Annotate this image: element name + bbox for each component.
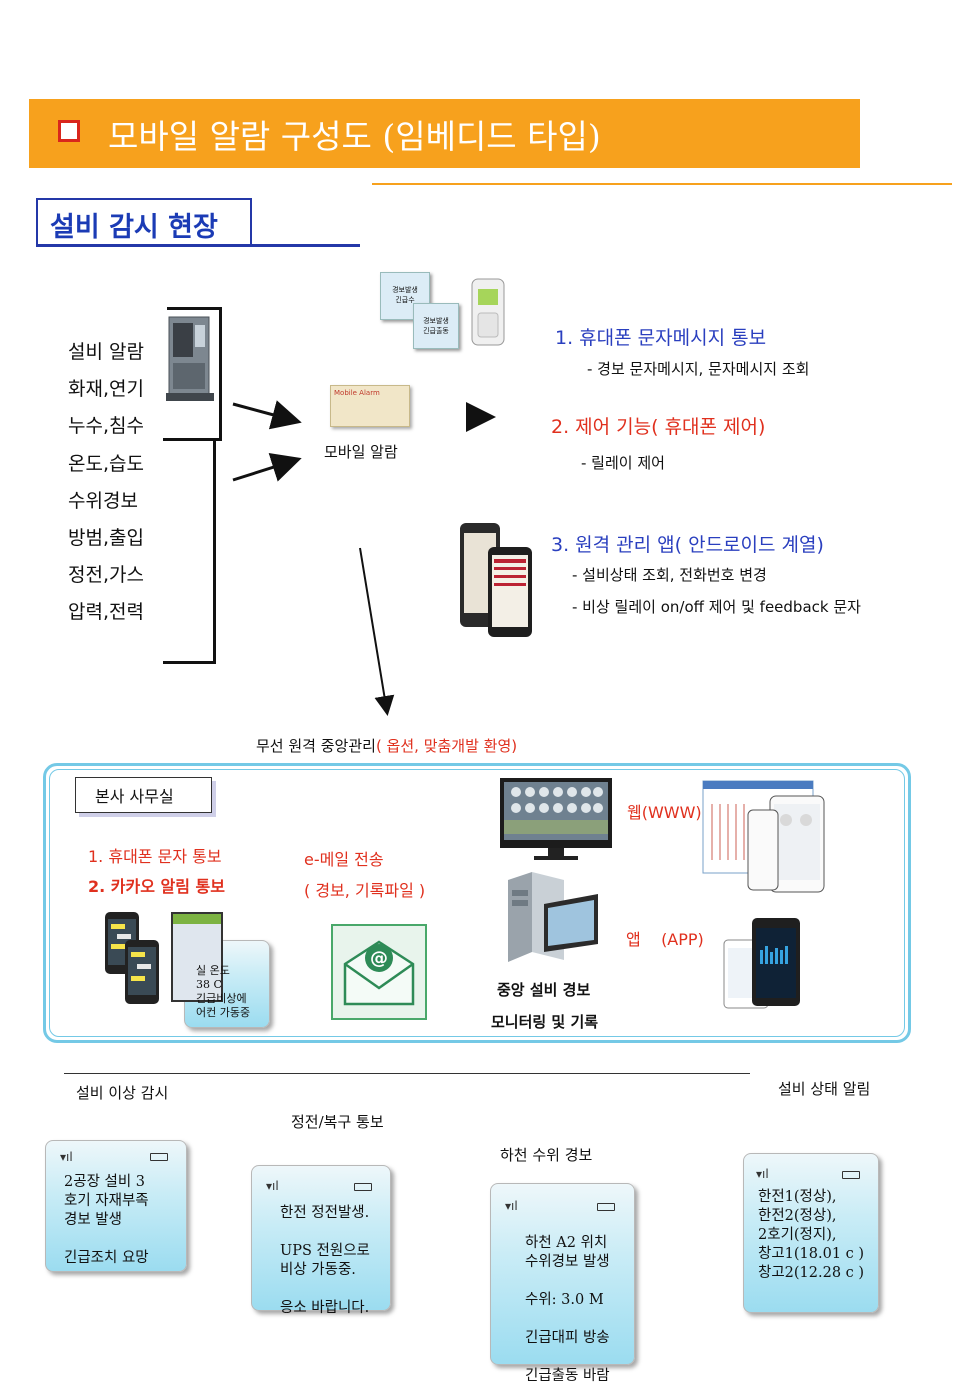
- example-caption: 설비 상태 알림: [778, 1080, 871, 1098]
- email-label: ( 경보, 기록파일 ): [304, 881, 426, 900]
- checkbox-bullet-icon: [58, 120, 80, 142]
- lcd-message: 한전 정전발생. UPS 전원으로 비상 가동중. 응소 바랍니다.: [280, 1205, 370, 1316]
- card-text: 경보발생: [392, 286, 418, 294]
- device-label: 모바일 알람: [324, 443, 398, 461]
- app-screenshot-icon: [723, 918, 800, 1009]
- sensor-item: 압력,전력: [68, 601, 144, 623]
- mobile-alarm-device: Mobile Alarm: [330, 385, 410, 427]
- battery-icon: [150, 1153, 168, 1161]
- hq-label: 본사 사무실: [95, 787, 174, 806]
- section-underline: [36, 244, 360, 247]
- sensor-item: 온도,습도: [68, 453, 144, 475]
- feature-title: 2. 제어 기능( 휴대폰 제어): [551, 416, 766, 438]
- sensor-item: 방범,출입: [68, 527, 144, 549]
- email-icon: @: [331, 924, 427, 1020]
- lcd-message: 2공장 설비 3 호기 자재부족 경보 발생 긴급조치 요망: [64, 1174, 149, 1266]
- example-caption: 정전/복구 통보: [291, 1113, 384, 1131]
- example-caption: 하천 수위 경보: [500, 1146, 593, 1164]
- phone-lcd: ▾ıl 2공장 설비 3 호기 자재부족 경보 발생 긴급조치 요망: [45, 1140, 187, 1272]
- server-pc-icon: [508, 872, 598, 962]
- email-label: e-메일 전송: [304, 850, 384, 869]
- feature-title: 3. 원격 관리 앱( 안드로이드 계열): [551, 534, 824, 556]
- section-box: [36, 198, 252, 246]
- device-brand-text: Mobile Alarm: [334, 389, 380, 397]
- divider: [64, 1073, 750, 1074]
- phone-lcd: ▾ıl 한전 정전발생. UPS 전원으로 비상 가동중. 응소 바랍니다.: [251, 1165, 391, 1316]
- title-banner: [29, 99, 860, 168]
- hq-label-box: [75, 777, 212, 813]
- connector-arrows: [232, 400, 496, 716]
- sensor-item: 설비 알람: [68, 341, 144, 363]
- lcd-message: 하천 A2 위치 수위경보 발생 수위: 3.0 M 긴급대피 방송 긴급출동 …: [525, 1235, 610, 1384]
- bracket-line: [163, 438, 222, 441]
- battery-icon: [842, 1171, 860, 1179]
- cnc-machine-icon: [166, 316, 214, 401]
- phone-screen: [171, 912, 223, 1002]
- sensor-item: 화재,연기: [68, 378, 144, 400]
- bracket-line: [163, 661, 216, 664]
- bracket-line: [167, 307, 222, 310]
- sensor-item: 정전,가스: [68, 564, 144, 586]
- battery-icon: [354, 1183, 372, 1191]
- app-label: 앱 (APP): [626, 930, 704, 949]
- phone-message: 실 온도 38 C 긴급비상에 어컨 가동중: [196, 964, 251, 1019]
- page-title: 모바일 알람 구성도 (임베디드 타입): [108, 117, 601, 156]
- feature-item: - 설비상태 조회, 전화번호 변경: [572, 566, 767, 584]
- section-title: 설비 감시 현장: [50, 212, 218, 243]
- arrow-to-device: [232, 452, 302, 482]
- smartphone-app-icon: [460, 523, 532, 637]
- signal-icon: ▾ıl: [505, 1199, 518, 1213]
- central-caption: 무선 원격 중앙관리( 옵션, 맞춤개발 환영): [256, 735, 517, 756]
- hq-panel: [43, 763, 911, 1043]
- sensor-item: 누수,침수: [68, 415, 144, 437]
- example-caption: 설비 이상 감시: [76, 1084, 169, 1102]
- feature-title: 1. 휴대폰 문자메시지 통보: [555, 327, 767, 349]
- card-text: 긴급수: [395, 296, 415, 304]
- signal-icon: ▾ıl: [60, 1150, 73, 1164]
- web-screenshot-icon: [702, 780, 825, 893]
- server-label: 모니터링 및 기록: [491, 1013, 599, 1031]
- sensor-item: 수위경보: [68, 490, 138, 512]
- signal-icon: ▾ıl: [756, 1167, 769, 1181]
- svg-text:@: @: [370, 948, 388, 969]
- bracket-line: [213, 438, 216, 664]
- web-label: 웹(WWW): [627, 803, 702, 822]
- central-caption-option: ( 옵션, 맞춤개발 환영): [375, 737, 518, 755]
- arrow-to-device: [232, 400, 302, 430]
- card-text: 경보발생: [423, 317, 449, 325]
- feature-item: - 비상 릴레이 on/off 제어 및 feedback 문자: [572, 598, 861, 616]
- lcd-message: 한전1(정상), 한전2(정상), 2호기(정지), 창고1(18.01 c )…: [758, 1189, 865, 1281]
- feature-item: - 릴레이 제어: [581, 454, 665, 472]
- smartphones-icon: [105, 912, 159, 1004]
- hq-panel-inner: [49, 769, 905, 1037]
- monitor-icon: [500, 778, 612, 860]
- phone-lcd: ▾ıl 하천 A2 위치 수위경보 발생 수위: 3.0 M 긴급대피 방송 긴…: [490, 1183, 635, 1384]
- notify-item: 2. 카카오 알림 통보: [88, 877, 225, 896]
- signal-icon: ▾ıl: [266, 1179, 279, 1193]
- card-text: 긴급출동: [423, 327, 449, 335]
- phone-lcd: ▾ıl 한전1(정상), 한전2(정상), 2호기(정지), 창고1(18.01…: [743, 1153, 879, 1313]
- phone-device-icon: [471, 278, 505, 346]
- central-caption-main: 무선 원격 중앙관리: [256, 737, 376, 755]
- bracket-line: [219, 307, 222, 441]
- notify-item: 1. 휴대폰 문자 통보: [88, 847, 222, 866]
- divider: [372, 183, 952, 185]
- arrow-to-central: [359, 547, 395, 716]
- battery-icon: [597, 1203, 615, 1211]
- server-label: 중앙 설비 경보: [497, 981, 591, 999]
- feature-item: - 경보 문자메시지, 문자메시지 조회: [587, 360, 810, 378]
